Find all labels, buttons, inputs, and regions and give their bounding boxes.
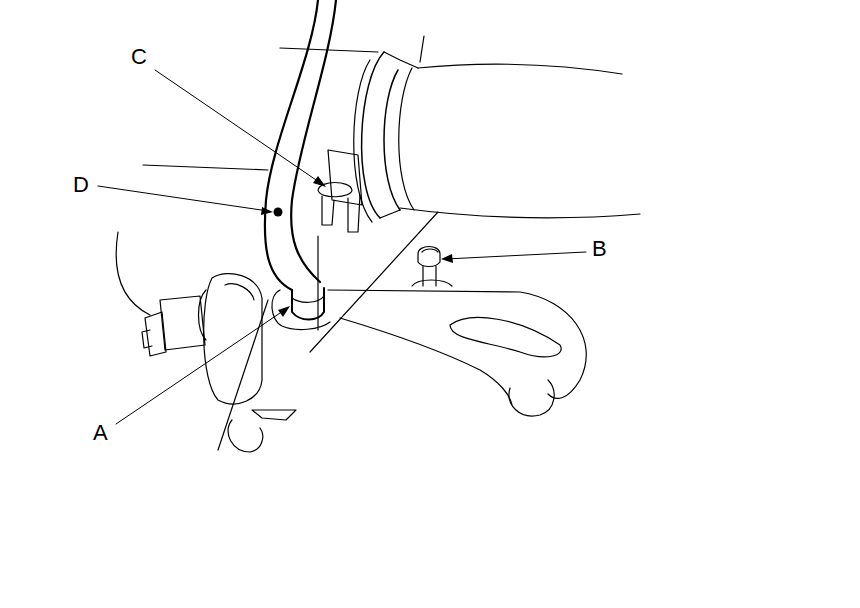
callout-letter: C bbox=[131, 45, 147, 69]
callout-letter: B bbox=[592, 237, 607, 261]
callout-letter: A bbox=[93, 421, 108, 445]
callout-letter: D bbox=[73, 173, 89, 197]
